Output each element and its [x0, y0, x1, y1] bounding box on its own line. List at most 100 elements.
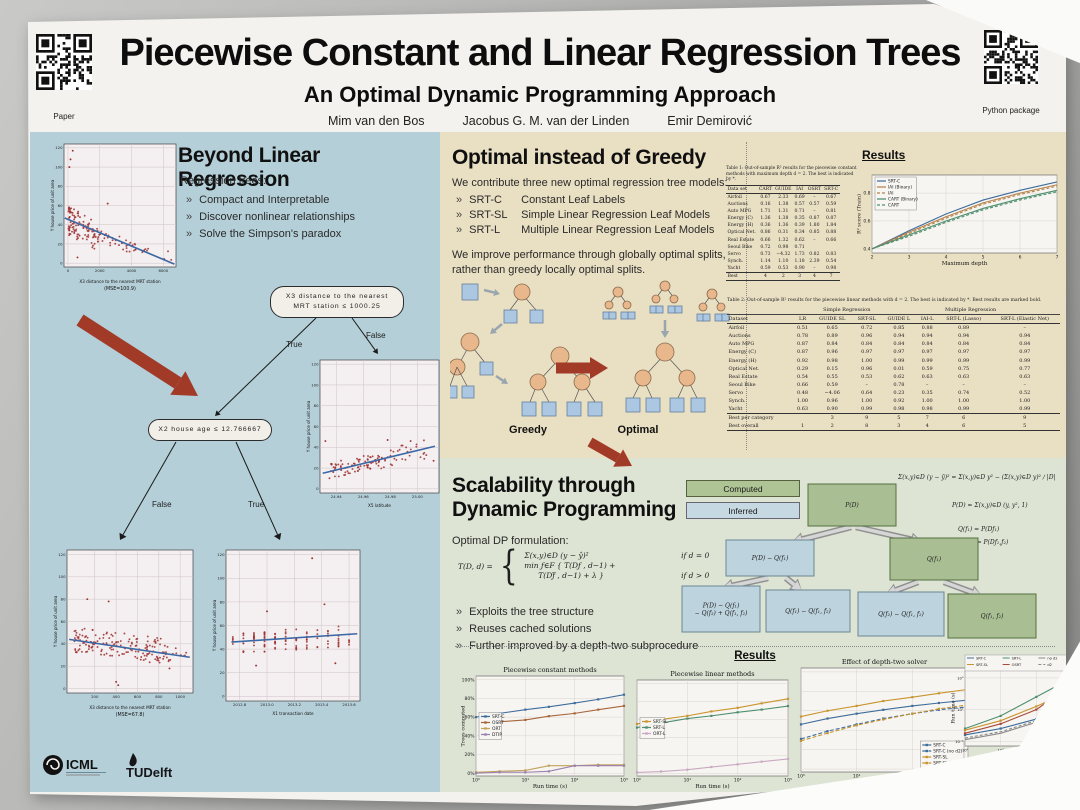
svg-text:10²: 10² — [734, 778, 742, 784]
svg-text:CART: CART — [888, 203, 900, 209]
svg-text:80%: 80% — [464, 696, 475, 702]
svg-text:X3 distance to the nearest MRT: X3 distance to the nearest MRT station — [89, 705, 171, 710]
svg-text:0.6: 0.6 — [863, 219, 870, 225]
svg-text:10²: 10² — [997, 748, 1004, 753]
svg-text:7: 7 — [1056, 255, 1059, 261]
svg-text:10⁰: 10⁰ — [797, 774, 805, 780]
author: Jacobus G. M. van der Linden — [462, 114, 630, 128]
svg-text:SRT-SL: SRT-SL — [653, 719, 668, 725]
svg-text:10⁰: 10⁰ — [633, 778, 641, 784]
equation: Q(f₁) = P(Dƒ₁) — [958, 526, 1000, 533]
branch-label-true: True — [286, 340, 303, 349]
svg-text:120: 120 — [311, 362, 319, 367]
formula-cond1: if d = 0 — [681, 550, 710, 560]
model-name: SRT-SL — [469, 209, 508, 221]
page-subtitle: An Optimal Dynamic Programming Approach — [303, 82, 777, 107]
svg-text:6000: 6000 — [158, 268, 168, 273]
svg-text:60: 60 — [220, 623, 225, 628]
svg-text:Y house price of unit area: Y house price of unit area — [50, 179, 55, 232]
svg-text:5: 5 — [982, 255, 985, 261]
model-item: SRT-C Constant Leaf Labels — [456, 193, 625, 209]
svg-text:10¹: 10¹ — [684, 778, 692, 784]
svg-text:X1 transaction date: X1 transaction date — [272, 711, 314, 716]
svg-text:0%: 0% — [467, 771, 475, 777]
svg-text:2013.2: 2013.2 — [288, 702, 302, 707]
table-caption: Table 1: Out-of-sample R² results for th… — [726, 166, 857, 183]
svg-text:X5 latitude: X5 latitude — [368, 503, 391, 508]
table-caption: Table 2: Out-of-sample R² results for th… — [727, 298, 1042, 303]
model-item: SRT-L Multiple Linear Regression Leaf Mo… — [456, 223, 714, 239]
dp-formulation-label: Optimal DP formulation: — [452, 535, 569, 547]
svg-text:10⁰: 10⁰ — [472, 778, 480, 784]
svg-text:20%: 20% — [464, 752, 475, 758]
qr-code-python-package — [984, 30, 1038, 84]
svg-text:25.00: 25.00 — [412, 494, 423, 499]
qr-paper-label: Paper — [53, 112, 75, 121]
svg-text:0: 0 — [63, 686, 66, 691]
svg-text:Piecewise constant methods: Piecewise constant methods — [503, 666, 596, 674]
svg-text:ORT-L: ORT-L — [653, 731, 666, 737]
svg-text:120: 120 — [58, 552, 66, 557]
svg-text:Number of instances: Number of instances — [989, 754, 1047, 760]
bullet: Solve the Simpson's paradox — [186, 226, 341, 243]
model-desc: Simple Linear Regression Leaf Models — [521, 209, 711, 221]
svg-text:SRT-L: SRT-L — [1012, 657, 1022, 661]
dp-formula: T(D, d) = { Σ(x,y)∈D (y − ŷ)² if d = 0 m… — [458, 546, 710, 586]
svg-text:60: 60 — [61, 619, 66, 624]
svg-text:Effect of depth-two solver: Effect of depth-two solver — [842, 658, 928, 666]
svg-text:Piecewise linear methods: Piecewise linear methods — [670, 670, 754, 678]
svg-text:20: 20 — [220, 670, 225, 675]
svg-text:2000: 2000 — [95, 268, 105, 273]
svg-text:40: 40 — [314, 445, 319, 450]
svg-text:600: 600 — [134, 694, 142, 699]
tree-node-house-age: X2 house age ≤ 12.766667 — [148, 419, 272, 441]
svg-text:0.8: 0.8 — [863, 191, 870, 197]
svg-text:ORT: ORT — [492, 726, 501, 732]
authors: Mim van den Bos Jacobus G. M. van der Li… — [90, 114, 990, 128]
svg-text:(MSE=67.8): (MSE=67.8) — [116, 712, 145, 718]
svg-text:4: 4 — [945, 255, 948, 261]
svg-text:d2: d2 — [1047, 663, 1052, 667]
branch-label-true: True — [248, 500, 265, 509]
section-heading-beyond-linear-regression: Beyond Linear Regression — [178, 144, 320, 192]
model-desc: Multiple Linear Regression Leaf Models — [521, 224, 715, 236]
svg-text:IAI: IAI — [888, 191, 893, 197]
formula-lhs: T(D, d) = — [458, 561, 493, 571]
svg-text:60: 60 — [58, 203, 63, 208]
table-piecewise-linear-results: Table 2: Out-of-sample R² results for th… — [727, 298, 1060, 432]
svg-text:Y house price of unit area: Y house price of unit area — [212, 599, 217, 652]
bullet: Compact and Interpretable — [186, 192, 329, 209]
svg-text:120: 120 — [55, 145, 63, 150]
svg-text:SRT-C: SRT-C — [492, 714, 504, 720]
contribution-intro: We contribute three new optimal regressi… — [452, 177, 728, 189]
icml-logo: ICML — [43, 755, 106, 776]
svg-text:80: 80 — [61, 597, 66, 602]
svg-text:Run time (s): Run time (s) — [695, 783, 729, 790]
svg-text:Run time (s): Run time (s) — [533, 783, 567, 790]
svg-text:Run time (s): Run time (s) — [950, 692, 957, 723]
section-heading-optimal-instead-of-greedy: Optimal instead of Greedy — [452, 146, 706, 169]
svg-text:SRT-SL (no d2): SRT-SL (no d2) — [933, 761, 965, 767]
